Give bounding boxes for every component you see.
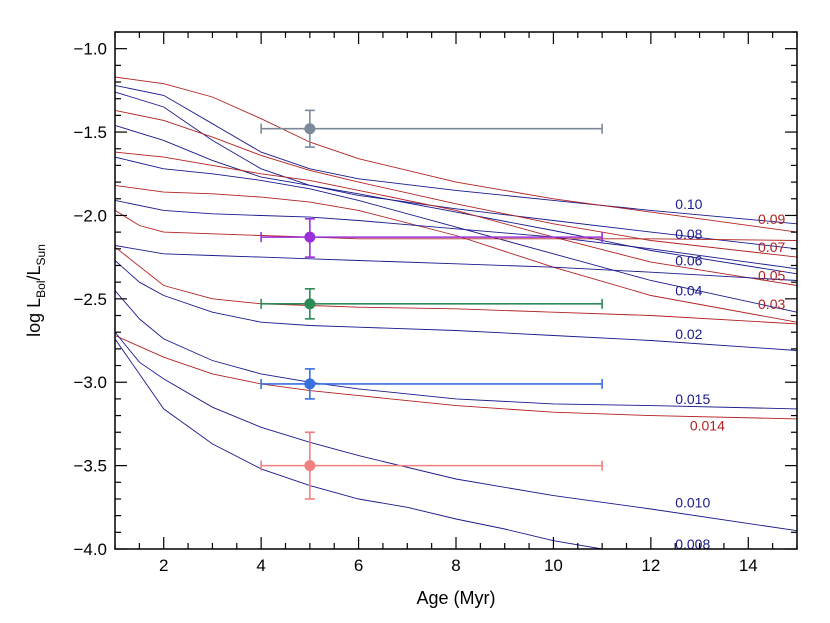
data-point-marker (304, 123, 316, 135)
mass-label: 0.008 (675, 536, 710, 552)
y-tick-label: −2.5 (73, 290, 107, 309)
data-point-5 (260, 431, 603, 500)
x-tick-label: 14 (739, 556, 758, 575)
y-tick-label: −1.0 (73, 40, 107, 59)
data-point-2 (260, 217, 603, 258)
y-axis-label-main: log L (24, 298, 44, 337)
track-line-0.03 (115, 184, 797, 323)
data-point-marker (304, 460, 316, 472)
y-tick-label: −4.0 (73, 540, 107, 559)
x-tick-label: 12 (641, 556, 660, 575)
track-line-10 (115, 245, 797, 281)
y-tick-label: −3.5 (73, 457, 107, 476)
mass-label: 0.04 (675, 283, 702, 299)
mass-label: 0.10 (675, 196, 702, 212)
data-point-3 (260, 288, 603, 320)
y-axis-label-sub2: Sun (34, 244, 48, 265)
data-point-1 (260, 109, 603, 148)
x-tick-label: 4 (256, 556, 265, 575)
mass-label: 0.05 (758, 267, 785, 283)
track-line-0.02 (115, 260, 797, 351)
track-line-0.04 (115, 156, 797, 313)
mass-label: 0.03 (758, 296, 785, 312)
mass-label: 0.06 (675, 252, 702, 268)
mass-label: 0.02 (675, 326, 702, 342)
track-line-0.08 (115, 91, 797, 250)
data-points (260, 109, 603, 500)
track-line-0.014 (115, 335, 797, 420)
data-point-marker (304, 231, 316, 243)
y-axis-label-mid: /L (24, 265, 44, 280)
mass-label: 0.08 (675, 226, 702, 242)
y-tick-label: −3.0 (73, 373, 107, 392)
track-line-0.09 (115, 76, 797, 233)
axes: 2 4 6 8 10 12 14 −1.0 −1.5 −2.0 −2.5 −3.0 −3.5 −4.0 (73, 31, 798, 575)
y-tick-label: −2.0 (73, 206, 107, 225)
model-tracks (115, 76, 797, 549)
mass-label: 0.09 (758, 211, 785, 227)
x-tick-label: 10 (544, 556, 563, 575)
mass-labels: 0.10 0.09 0.08 0.07 0.06 0.05 0.04 0.03 0.02 0.01… (675, 196, 785, 552)
mass-label: 0.010 (675, 494, 710, 510)
track-line-12 (115, 246, 797, 325)
mass-label: 0.014 (690, 418, 725, 434)
x-tick-label: 6 (354, 556, 363, 575)
data-point-marker (304, 298, 316, 310)
y-axis-label: log LBol/LSun (24, 244, 48, 337)
track-line-0.008 (115, 338, 605, 549)
data-point-4 (260, 368, 603, 400)
x-axis-label: Age (Myr) (416, 588, 495, 608)
data-point-marker (304, 378, 316, 390)
y-tick-label: −1.5 (73, 123, 107, 142)
x-tick-label: 8 (451, 556, 460, 575)
mass-label: 0.07 (758, 239, 785, 255)
track-line-8 (115, 199, 797, 270)
x-tick-label: 2 (159, 556, 168, 575)
mass-label: 0.015 (675, 391, 710, 407)
track-line-0.05 (115, 151, 797, 286)
y-axis-label-sub1: Bol (34, 280, 48, 297)
